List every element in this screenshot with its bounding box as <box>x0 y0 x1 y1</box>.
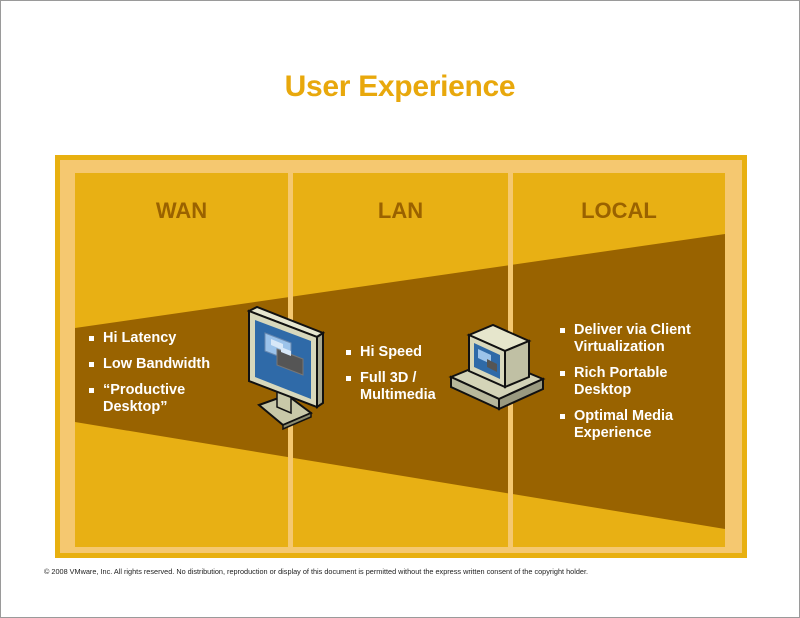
bullet-icon <box>560 371 565 376</box>
bullet-icon <box>346 376 351 381</box>
bullet-icon <box>89 336 94 341</box>
bullet-item: Low Bandwidth <box>88 356 248 373</box>
content-panel: WAN LAN LOCAL Hi Latency Low Bandwidth “… <box>75 173 725 547</box>
local-bullet-list: Deliver via Client Virtualization Rich P… <box>559 322 719 451</box>
bullet-icon <box>560 414 565 419</box>
bullet-item: Deliver via Client Virtualization <box>559 322 724 356</box>
bullet-item: Hi Speed <box>345 344 465 361</box>
column-heading-lan: LAN <box>377 198 424 223</box>
copyright-footer: © 2008 VMware, Inc. All rights reserved.… <box>44 567 588 576</box>
perspective-band <box>75 234 725 529</box>
bullet-icon <box>89 388 94 393</box>
bullet-item: Rich Portable Desktop <box>559 365 699 399</box>
wan-bullet-list: Hi Latency Low Bandwidth “Productive Des… <box>88 330 248 425</box>
bullet-item: Full 3D / Multimedia <box>345 370 450 404</box>
flat-panel-monitor-icon <box>247 305 326 431</box>
desktop-computer-icon <box>448 323 546 411</box>
slide-title: User Experience <box>284 70 516 103</box>
bullet-icon <box>89 362 94 367</box>
bullet-item: Optimal Media Experience <box>559 408 699 442</box>
lan-bullet-list: Hi Speed Full 3D / Multimedia <box>345 344 465 413</box>
bullet-item: “Productive Desktop” <box>88 382 213 416</box>
dark-band-shape <box>75 234 725 529</box>
bullet-item: Hi Latency <box>88 330 248 347</box>
column-heading-local: LOCAL <box>581 198 657 223</box>
column-heading-wan: WAN <box>155 198 208 223</box>
bullet-icon <box>560 328 565 333</box>
bullet-icon <box>346 350 351 355</box>
